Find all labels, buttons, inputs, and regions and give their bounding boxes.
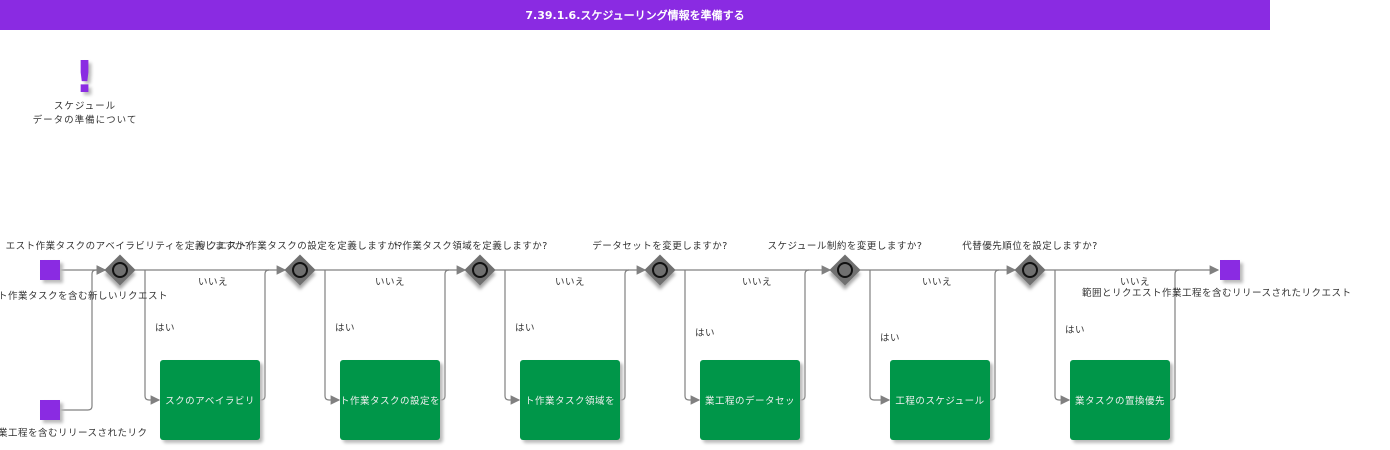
yes-branch-label: はい: [695, 328, 716, 339]
task-box[interactable]: ト作業タスク領域を: [520, 360, 620, 440]
merge-flow: [620, 269, 630, 401]
yes-branch-label: はい: [335, 323, 356, 334]
start-event-label: ト作業タスクを含む新しいリクエスト: [0, 291, 169, 302]
no-branch-label: いいえ: [921, 277, 953, 288]
no-branch-label: いいえ: [554, 277, 586, 288]
yes-flow: [1054, 270, 1071, 405]
end-event-label: 範囲とリクエスト作業工程を含むリリースされたリクエスト: [1082, 288, 1352, 299]
gateway-question: データセットを変更しますか?: [592, 241, 728, 252]
yes-branch-label: はい: [1065, 325, 1086, 336]
gateway-circle-icon: [837, 262, 853, 278]
exclamation-icon: !: [74, 52, 96, 103]
no-branch-label: いいえ: [374, 277, 406, 288]
merge-flow: [800, 269, 810, 401]
gateway-circle-icon: [652, 262, 668, 278]
gateway-question: エスト作業タスクのアベイラビリティを定義しますか?: [5, 241, 251, 252]
sequence-flow: [60, 265, 107, 411]
start-event-released-request[interactable]: [40, 400, 60, 420]
gateway-circle-icon: [472, 262, 488, 278]
merge-flow: [1170, 269, 1180, 401]
schedule-note: ! スケジュール データの準備について: [20, 56, 150, 128]
yes-branch-label: はい: [155, 323, 176, 334]
gateway-question: 代替優先順位を設定しますか?: [962, 241, 1098, 252]
page-title: 7.39.1.6.スケジューリング情報を準備する: [0, 0, 1270, 30]
gateway-circle-icon: [1022, 262, 1038, 278]
no-branch-label: いいえ: [741, 277, 773, 288]
merge-flow: [990, 269, 1000, 401]
task-box[interactable]: 業工程のデータセッ: [700, 360, 800, 440]
yes-branch-label: はい: [880, 333, 901, 344]
start-event-new-request[interactable]: [40, 260, 60, 280]
task-box[interactable]: 業タスクの置換優先: [1070, 360, 1170, 440]
gateway-circle-icon: [292, 262, 308, 278]
yes-flow: [324, 270, 341, 405]
yes-flow: [504, 270, 521, 405]
no-branch-label: いいえ: [1119, 277, 1151, 288]
gateway-question: スケジュール制約を変更しますか?: [767, 241, 923, 252]
task-box[interactable]: 工程のスケジュール: [890, 360, 990, 440]
note-line-2: データの準備について: [32, 115, 138, 126]
note-line-1: スケジュール: [53, 101, 117, 112]
start-event-label: 業工程を含むリリースされたリク: [0, 428, 148, 439]
end-event[interactable]: [1220, 260, 1240, 280]
gateway-question: リクエスト作業タスクの設定を定義しますか?: [197, 241, 403, 252]
yes-branch-label: はい: [515, 323, 536, 334]
task-box[interactable]: ト作業タスクの設定を: [340, 360, 440, 440]
merge-flow: [260, 269, 270, 401]
no-branch-label: いいえ: [197, 277, 229, 288]
merge-flow: [440, 269, 450, 401]
task-box[interactable]: スクのアベイラビリ: [160, 360, 260, 440]
gateway-question: ト作業タスク領域を定義しますか?: [392, 241, 548, 252]
yes-flow: [869, 270, 891, 405]
gateway-circle-icon: [112, 262, 128, 278]
yes-flow: [144, 270, 161, 405]
yes-flow: [684, 270, 701, 405]
